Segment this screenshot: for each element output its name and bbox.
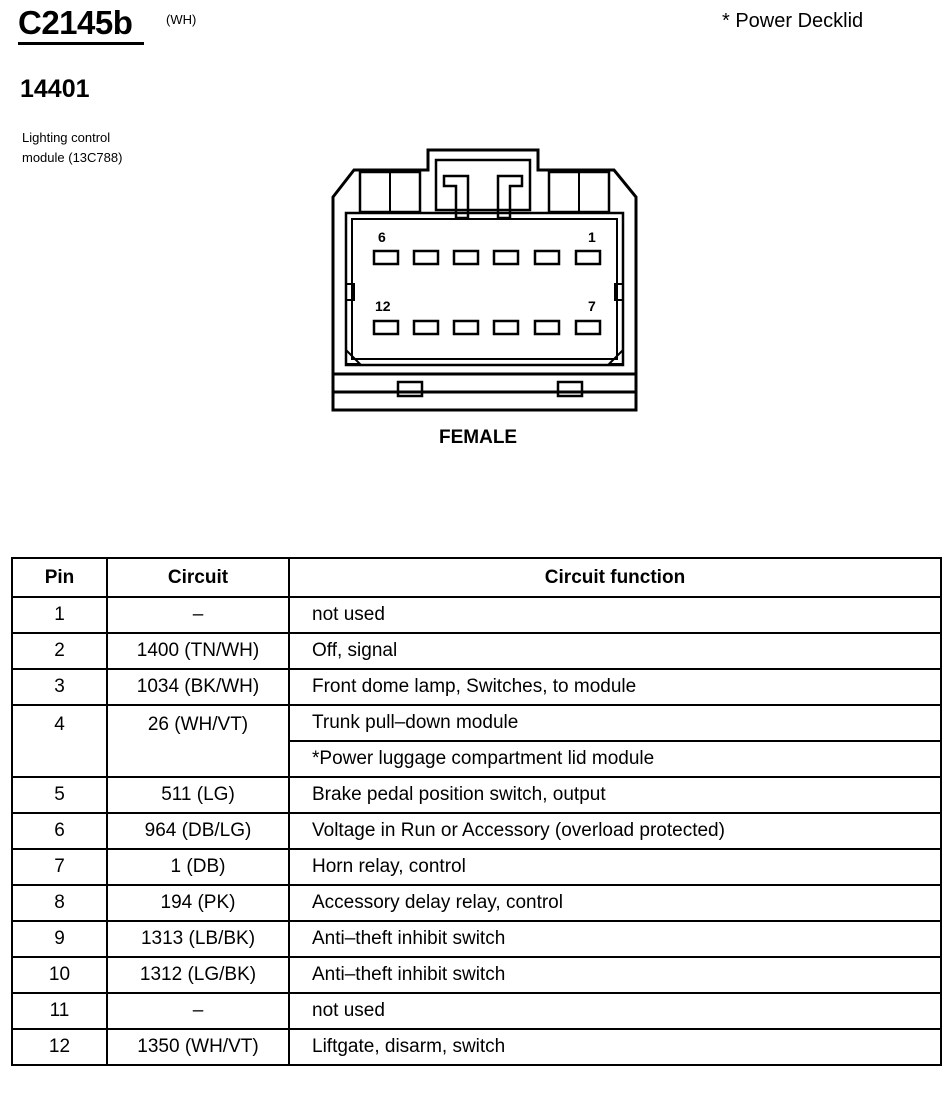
table-row: 7 1 (DB) Horn relay, control	[11, 848, 942, 886]
pin-cavity-9	[492, 319, 520, 336]
circuit-cell: –	[106, 596, 290, 634]
connector-gender: FEMALE	[439, 427, 518, 448]
connector-cavity-inner	[351, 218, 618, 360]
table-row: 12 1350 (WH/VT) Liftgate, disarm, switch	[11, 1028, 942, 1066]
header-pin: Pin	[11, 557, 108, 598]
function-cell: Anti–theft inhibit switch	[288, 956, 942, 994]
pin-cell: 9	[11, 920, 108, 958]
circuit-cell: 26 (WH/VT)	[106, 704, 290, 778]
connector-cavity	[344, 211, 625, 367]
function-cell: Brake pedal position switch, output	[288, 776, 942, 814]
pin-cell: 5	[11, 776, 108, 814]
left-key	[345, 283, 355, 301]
bottom-tab-left	[396, 380, 424, 398]
pin-cavity-2	[533, 249, 561, 266]
pin-cavity-11	[412, 319, 440, 336]
circuit-cell: 964 (DB/LG)	[106, 812, 290, 850]
note: * Power Decklid	[722, 10, 864, 32]
pin-cell: 11	[11, 992, 108, 1030]
function-cell: Trunk pull–down module	[288, 704, 942, 742]
pin-cavity-10	[452, 319, 480, 336]
pin-cell: 6	[11, 812, 108, 850]
function-cell: not used	[288, 596, 942, 634]
center-lock	[434, 158, 532, 212]
pin-cell: 3	[11, 668, 108, 706]
table-row: 4 26 (WH/VT) Trunk pull–down module	[11, 704, 942, 778]
connector-id: C2145b	[18, 4, 133, 41]
connector-id-underline	[18, 42, 144, 45]
pin-cavity-6	[372, 249, 400, 266]
pin-cell: 1	[11, 596, 108, 634]
pin-cavity-3	[492, 249, 520, 266]
circuit-cell: 1034 (BK/WH)	[106, 668, 290, 706]
function-cell: Voltage in Run or Accessory (overload pr…	[288, 812, 942, 850]
table-row: 10 1312 (LG/BK) Anti–theft inhibit switc…	[11, 956, 942, 994]
function-cell-secondary: *Power luggage compartment lid module	[288, 740, 942, 778]
function-cell: not used	[288, 992, 942, 1030]
pin-cavity-5	[412, 249, 440, 266]
circuit-cell: 1350 (WH/VT)	[106, 1028, 290, 1066]
color-code: (WH)	[166, 12, 197, 27]
right-key	[614, 283, 624, 301]
pin-cavity-7	[574, 319, 602, 336]
pin-cell: 2	[11, 632, 108, 670]
pin-cavity-1	[574, 249, 602, 266]
pin-cavity-12	[372, 319, 400, 336]
circuit-cell: 1400 (TN/WH)	[106, 632, 290, 670]
table-row: 11 – not used	[11, 992, 942, 1030]
connector-outline	[331, 148, 638, 412]
table-header-row: Pin Circuit Circuit function	[11, 557, 942, 598]
bottom-tab-right	[556, 380, 584, 398]
circuit-cell: 1312 (LG/BK)	[106, 956, 290, 994]
pin-cell: 10	[11, 956, 108, 994]
pin-cavity-4	[452, 249, 480, 266]
module-name-line2: module (13C788)	[22, 150, 123, 165]
pin-cavity-8	[533, 319, 561, 336]
table-row: 1 – not used	[11, 596, 942, 634]
function-cell: Off, signal	[288, 632, 942, 670]
pin-cell: 8	[11, 884, 108, 922]
circuit-cell: 194 (PK)	[106, 884, 290, 922]
connector-diagram: 6 1 12 7	[331, 148, 638, 412]
table-row: 6 964 (DB/LG) Voltage in Run or Accessor…	[11, 812, 942, 850]
circuit-cell: 511 (LG)	[106, 776, 290, 814]
header-function: Circuit function	[288, 557, 942, 598]
module-name-line1: Lighting control	[22, 130, 111, 145]
table-row: 2 1400 (TN/WH) Off, signal	[11, 632, 942, 670]
function-cell: Anti–theft inhibit switch	[288, 920, 942, 958]
pin-label-1: 1	[588, 229, 596, 245]
function-cell: Horn relay, control	[288, 848, 942, 886]
function-cell: Accessory delay relay, control	[288, 884, 942, 922]
function-cell: Front dome lamp, Switches, to module	[288, 668, 942, 706]
pin-cell: 7	[11, 848, 108, 886]
pin-cell: 12	[11, 1028, 108, 1066]
circuit-cell: 1 (DB)	[106, 848, 290, 886]
table-row: 3 1034 (BK/WH) Front dome lamp, Switches…	[11, 668, 942, 706]
table-row: 8 194 (PK) Accessory delay relay, contro…	[11, 884, 942, 922]
part-number: 14401	[20, 75, 90, 103]
table-row: 5 511 (LG) Brake pedal position switch, …	[11, 776, 942, 814]
function-cell: Liftgate, disarm, switch	[288, 1028, 942, 1066]
circuit-cell: 1313 (LB/BK)	[106, 920, 290, 958]
pin-label-7: 7	[588, 298, 596, 314]
pin-label-12: 12	[375, 298, 391, 314]
table-row: *Power luggage compartment lid module	[12, 740, 942, 778]
table-row: 9 1313 (LB/BK) Anti–theft inhibit switch	[11, 920, 942, 958]
module-name: Lighting control module (13C788)	[22, 128, 222, 168]
circuit-cell: –	[106, 992, 290, 1030]
pin-table: Pin Circuit Circuit function 1 – not use…	[11, 557, 942, 1066]
header-circuit: Circuit	[106, 557, 290, 598]
pin-label-6: 6	[378, 229, 386, 245]
pin-cell: 4	[11, 704, 108, 778]
